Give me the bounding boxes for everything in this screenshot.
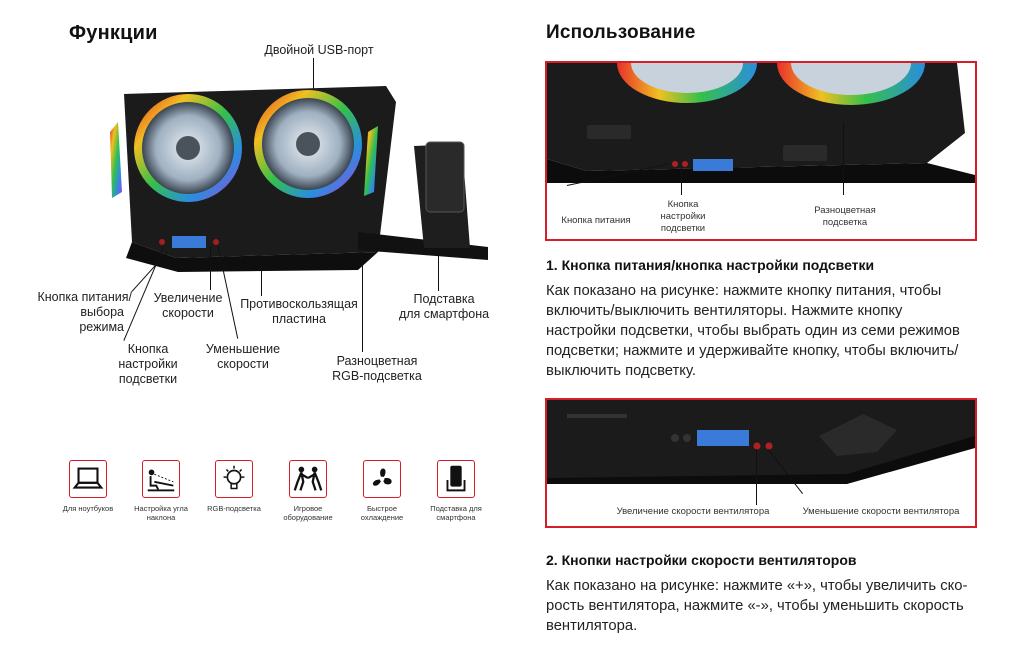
- smartphone-stand-icon: [446, 465, 466, 492]
- section-1-text: Как показано на рисунке: нажмите кнопку …: [546, 283, 960, 379]
- speed-up-leader: [210, 246, 212, 290]
- photo2-speed-down-label: Уменьшение скорости вентилятора: [802, 506, 960, 517]
- photo1-backlight-label: Кнопка настройки подсветки: [660, 199, 706, 234]
- usb-port-label: Двойной USB-порт: [264, 43, 374, 57]
- photo2-speed-up-label: Увеличение скорости вентилятора: [616, 506, 770, 517]
- gamers-icon: [293, 466, 323, 491]
- feature-tilt: [142, 460, 180, 498]
- anti-slip-plate-label: Противоскользящая пластина: [240, 297, 358, 326]
- lightbulb-icon: [223, 465, 245, 490]
- power-button-label: Кнопка питания/ выбора режима: [37, 290, 133, 334]
- feature-cooling-caption: Быстрое охлаждение: [360, 504, 404, 522]
- speed-down-label: Уменьшение скорости: [205, 342, 281, 371]
- photo1-light-leader: [681, 167, 683, 195]
- tilt-angle-icon: [147, 469, 175, 492]
- photo1-rgb-label: Разноцветная подсветка: [814, 205, 876, 228]
- speed-up-label: Увеличение скорости: [153, 291, 223, 320]
- feature-cooling: [363, 460, 401, 498]
- rgb-backlight-label: Разноцветная RGB-подсветка: [332, 354, 422, 383]
- feature-phone-stand: [437, 460, 475, 498]
- feature-tilt-caption: Настройка угла наклона: [134, 504, 188, 522]
- photo1-rgb-leader: [843, 123, 845, 195]
- fan-icon: [372, 468, 392, 486]
- features-title: Функции: [69, 22, 158, 44]
- backlight-button-label: Кнопка настройки подсветки: [118, 342, 178, 386]
- rgb-leader: [362, 258, 364, 352]
- laptop-icon: [72, 467, 104, 489]
- feature-rgb: [215, 460, 253, 498]
- photo2-speed-up-leader: [756, 449, 758, 505]
- feature-laptop-caption: Для ноутбуков: [62, 504, 114, 513]
- usage-photo-1: Кнопка питания Кнопка настройки подсветк…: [545, 61, 977, 241]
- feature-gaming: [289, 460, 327, 498]
- usb-leader: [313, 58, 315, 96]
- phone-stand-leader: [438, 255, 440, 291]
- photo1-power-label: Кнопка питания: [561, 215, 631, 226]
- feature-gaming-caption: Игровое оборудование: [283, 504, 333, 522]
- phone-stand-label: Подставка для смартфона: [398, 292, 490, 321]
- usage-photo-2: Увеличение скорости вентилятора Уменьшен…: [545, 398, 977, 528]
- feature-laptop: [69, 460, 107, 498]
- usage-title: Использование: [546, 22, 696, 43]
- section-2-text: Как показано на рисунке: нажмите «+», чт…: [546, 578, 968, 634]
- section-1-heading: 1. Кнопка питания/кнопка настройки подсв…: [546, 257, 875, 273]
- cooling-pad-image: [110, 86, 488, 272]
- feature-phone-stand-caption: Подставка для смартфона: [430, 504, 482, 522]
- anti-slip-leader: [261, 262, 263, 296]
- feature-rgb-caption: RGB-подсветка: [207, 504, 261, 513]
- section-2-heading: 2. Кнопки настройки скорости вентиляторо…: [546, 552, 857, 568]
- speed-buttons-closeup-image: [547, 400, 975, 484]
- pad-closeup-image: [547, 63, 975, 183]
